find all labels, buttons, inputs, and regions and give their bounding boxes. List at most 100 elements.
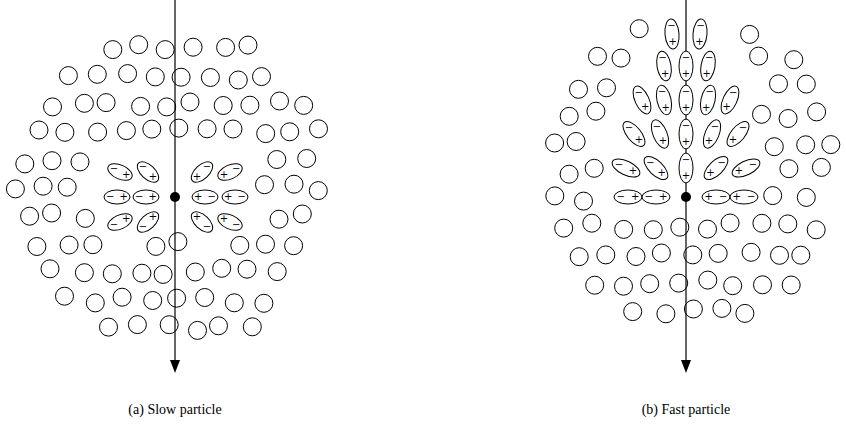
molecule xyxy=(196,289,214,307)
molecule xyxy=(587,102,605,120)
molecule xyxy=(575,192,593,210)
charge-sign: − xyxy=(667,21,675,31)
molecule xyxy=(721,214,739,232)
charge-sign: + xyxy=(193,172,201,182)
molecule xyxy=(597,246,615,264)
molecule xyxy=(217,38,235,56)
charge-sign: + xyxy=(729,135,737,145)
dipole-molecule: −+ xyxy=(623,81,661,119)
dipole-molecule: +− xyxy=(727,149,765,187)
charge-sign: − xyxy=(682,53,690,63)
dipole-outline xyxy=(610,179,646,215)
charge-sign: − xyxy=(749,160,757,170)
charge-sign: + xyxy=(662,103,670,113)
dipole-outline xyxy=(719,115,757,153)
molecule xyxy=(168,289,186,307)
dipole-molecule: −+ xyxy=(693,115,731,153)
charge-sign: − xyxy=(682,121,690,131)
dipole-molecule: −+ xyxy=(607,149,645,187)
molecule xyxy=(28,238,46,256)
charge-sign: − xyxy=(705,53,713,63)
dipole-ellipse xyxy=(629,83,654,116)
dipole-molecule: −+ xyxy=(103,155,137,189)
dipole-ellipse xyxy=(215,160,244,184)
dipole-ellipse xyxy=(723,118,753,150)
molecule xyxy=(627,248,645,266)
charge-sign: − xyxy=(615,160,623,170)
dipole-outline xyxy=(727,149,765,187)
dipole-ellipse xyxy=(614,190,642,204)
dipole-molecule: +− xyxy=(726,179,762,215)
charge-sign: + xyxy=(224,192,232,202)
molecule xyxy=(201,69,219,87)
charge-sign: − xyxy=(658,87,666,97)
arrow-head xyxy=(170,360,180,373)
molecule xyxy=(670,274,688,292)
charge-sign: − xyxy=(625,123,633,133)
dipole-outline xyxy=(637,149,675,187)
molecule xyxy=(271,92,289,110)
dipole-ellipse xyxy=(730,190,758,204)
molecule xyxy=(546,187,564,205)
molecule xyxy=(214,97,232,115)
molecule xyxy=(253,68,271,86)
dipole-molecule: +− xyxy=(698,179,734,215)
charge-sign: + xyxy=(122,214,130,224)
dipole-outline xyxy=(103,155,137,189)
dipole-molecule: +− xyxy=(213,205,247,239)
molecule xyxy=(154,265,172,283)
molecule xyxy=(268,263,286,281)
molecule xyxy=(133,264,151,282)
molecule xyxy=(624,303,642,321)
charge-sign: − xyxy=(682,155,690,165)
molecule xyxy=(229,71,247,89)
molecule xyxy=(780,160,798,178)
molecule xyxy=(583,214,601,232)
charged-particle xyxy=(170,192,180,202)
dipole-ellipse xyxy=(679,85,693,115)
molecule xyxy=(797,136,815,154)
dipole-molecule: −+ xyxy=(637,149,675,187)
charge-sign: − xyxy=(659,53,667,63)
molecule xyxy=(41,260,59,278)
charge-sign: + xyxy=(149,192,157,202)
charge-sign: + xyxy=(682,171,690,181)
molecule xyxy=(750,47,768,65)
molecule xyxy=(785,51,803,69)
dipole-ellipse xyxy=(188,208,217,236)
charge-sign: + xyxy=(194,192,202,202)
dipole-ellipse xyxy=(717,83,742,116)
dipole-molecule: −+ xyxy=(689,81,727,119)
dipole-ellipse xyxy=(699,50,718,82)
molecule xyxy=(56,123,74,141)
molecule xyxy=(570,248,588,266)
charge-sign: − xyxy=(110,220,118,230)
dipole-ellipse xyxy=(215,210,244,234)
molecule xyxy=(615,277,633,295)
dipole-ellipse xyxy=(133,190,159,204)
molecule xyxy=(779,110,797,128)
molecule xyxy=(657,305,675,323)
dipole-ellipse xyxy=(700,117,724,150)
dipole-outline xyxy=(711,81,749,119)
molecule xyxy=(797,75,815,93)
molecule xyxy=(822,136,840,154)
molecule xyxy=(144,292,162,310)
molecule xyxy=(293,205,311,223)
molecule xyxy=(699,271,717,289)
charge-sign: − xyxy=(139,162,147,172)
dipole-molecule: +− xyxy=(213,155,247,189)
molecule xyxy=(797,188,815,206)
molecule xyxy=(570,80,588,98)
molecule xyxy=(130,36,148,54)
dipole-outline xyxy=(641,115,679,153)
charge-sign: + xyxy=(659,192,667,202)
molecule xyxy=(198,120,216,138)
dipole-molecule: −+ xyxy=(131,155,165,189)
charge-sign: − xyxy=(238,192,246,202)
charge-sign: − xyxy=(139,222,147,232)
charge-sign: + xyxy=(149,212,157,222)
molecule xyxy=(43,152,61,170)
charge-sign: − xyxy=(682,87,690,97)
molecule xyxy=(310,120,328,138)
